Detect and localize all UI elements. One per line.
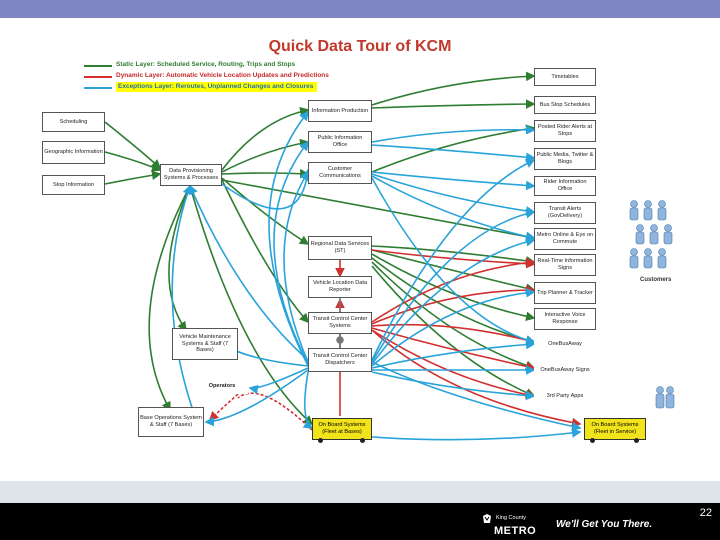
data-provisioning-box: Data Provisioning Systems & Processes <box>160 164 222 186</box>
bus-wheel <box>360 438 365 443</box>
page-number: 22 <box>699 507 712 519</box>
transit-alerts-box: Transit Alerts (GovDelivery) <box>534 202 596 224</box>
flow-diagram <box>104 71 582 441</box>
bus-wheel <box>590 438 595 443</box>
customers-people-icon <box>629 200 673 269</box>
footer-bar <box>0 503 720 540</box>
slide-title: Quick Data Tour of KCM <box>268 38 452 55</box>
customers-label: Customers <box>640 277 672 283</box>
regional-data-services-box: Regional Data Services (ST) <box>308 236 372 260</box>
ivr-box: Interactive Voice Response <box>534 308 596 330</box>
operators-box: Operators <box>196 378 248 394</box>
timetables-box: Timetables <box>534 68 596 86</box>
scheduling-box: Scheduling <box>42 112 105 132</box>
tcc-dispatchers-box: Transit Control Center Dispatchers <box>308 348 372 372</box>
vehicle-maintenance-box: Vehicle Maintenance Systems & Staff (7 B… <box>172 328 238 360</box>
dynamic-layer-lines <box>208 249 582 431</box>
tcc-systems-box: Transit Control Center Systems <box>308 312 372 334</box>
exceptions-layer-lines <box>171 110 582 441</box>
rider-info-office-box: Rider Information Office <box>534 176 596 196</box>
third-party-apps-box: 3rd Party Apps <box>534 388 596 404</box>
legend-dynamic-label: Dynamic Layer: Automatic Vehicle Locatio… <box>116 72 329 79</box>
legend-static-label: Static Layer: Scheduled Service, Routing… <box>116 61 296 68</box>
stop-info-box: Stop Information <box>42 175 105 195</box>
passenger-icon <box>655 386 675 409</box>
base-operations-box: Base Operations System & Staff (7 Bases) <box>138 407 204 437</box>
geographic-info-box: Geographic Information <box>42 141 105 164</box>
onboard-bases-bus: On Board Systems (Fleet at Bases) <box>312 418 372 440</box>
onebusaway-signs-box: OneBusAway Signs <box>534 360 596 380</box>
static-layer-lines <box>104 71 536 426</box>
bus-stop-schedules-box: Bus Stop Schedules <box>534 96 596 114</box>
agency-small-label: King County <box>496 515 526 521</box>
real-time-signs-box: Real-Time Information Signs <box>534 254 596 276</box>
king-county-logo-icon <box>483 514 491 523</box>
trip-planner-box: Trip Planner & Tracker <box>534 282 596 304</box>
metro-online-box: Metro Online & Eye on Commute <box>534 228 596 250</box>
info-production-box: Information Production <box>308 100 372 122</box>
customer-communications-box: Customer Communications <box>308 162 372 184</box>
legend: Static Layer: Scheduled Service, Routing… <box>84 60 424 94</box>
bus-wheel <box>318 438 323 443</box>
public-info-office-box: Public Information Office <box>308 131 372 153</box>
vehicle-location-box: Vehicle Location Data Reporter <box>308 276 372 298</box>
public-media-box: Public Media, Twitter & Blogs <box>534 148 596 170</box>
footer-tagline: We'll Get You There. <box>556 519 653 530</box>
avl-connector <box>336 298 344 348</box>
legend-exceptions-label: Exceptions Layer: Reroutes, Unplanned Ch… <box>116 82 318 92</box>
bus-wheel <box>634 438 639 443</box>
agency-big-label: METRO <box>494 525 537 537</box>
onboard-service-bus: On Board Systems (Fleet in Service) <box>584 418 646 440</box>
top-accent-bar <box>0 0 720 18</box>
onebusaway-box: OneBusAway <box>534 336 596 352</box>
bottom-band <box>0 481 720 503</box>
posted-rider-alerts-box: Posted Rider Alerts at Stops <box>534 120 596 142</box>
